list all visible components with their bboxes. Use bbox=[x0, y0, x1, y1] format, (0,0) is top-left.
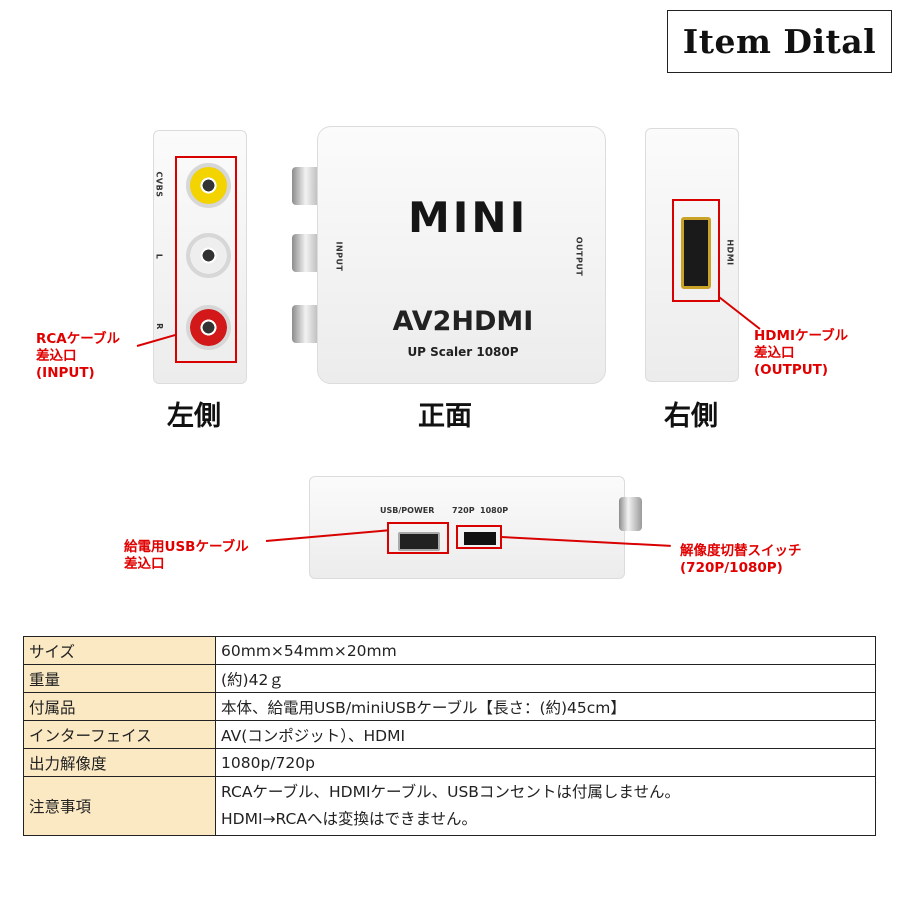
note-line: RCAケーブル、HDMIケーブル、USBコンセントは付属しません。 bbox=[221, 783, 680, 801]
rca-callout: RCAケーブル 差込口 (INPUT) bbox=[36, 331, 120, 381]
output-label: OUTPUT bbox=[574, 236, 584, 277]
back-device bbox=[309, 476, 625, 579]
cvbs-label: CVBS bbox=[154, 171, 164, 198]
rca-yellow-jack bbox=[186, 163, 231, 208]
table-row: インターフェイス AV(コンポジット）、HDMI bbox=[23, 720, 876, 749]
spec-value: (約)42ｇ bbox=[215, 664, 876, 693]
left-view-label: 左側 bbox=[167, 401, 221, 432]
p1080-label: 1080P bbox=[480, 506, 509, 515]
rca-white-jack bbox=[186, 233, 231, 278]
usb-power-label: USB/POWER bbox=[380, 506, 435, 515]
rca-red-jack bbox=[186, 305, 231, 350]
usb-callout: 給電用USBケーブル 差込口 bbox=[124, 539, 249, 572]
rca-highlight-box bbox=[175, 156, 237, 363]
spec-table: サイズ 60mm×54mm×20mm 重量 (約)42ｇ 付属品 本体、給電用U… bbox=[23, 636, 876, 836]
spec-value: 60mm×54mm×20mm bbox=[215, 636, 876, 665]
spec-key: サイズ bbox=[23, 636, 216, 665]
table-row: 付属品 本体、給電用USB/miniUSBケーブル【長さ：(約)45cm】 bbox=[23, 692, 876, 721]
table-row: サイズ 60mm×54mm×20mm bbox=[23, 636, 876, 665]
hdmi-callout: HDMIケーブル 差込口 (OUTPUT) bbox=[754, 328, 849, 378]
switch-callout: 解像度切替スイッチ (720P/1080P) bbox=[680, 543, 802, 576]
spec-table-body: サイズ 60mm×54mm×20mm 重量 (約)42ｇ 付属品 本体、給電用U… bbox=[23, 636, 876, 836]
table-row: 注意事項 RCAケーブル、HDMIケーブル、USBコンセントは付属しません。 H… bbox=[23, 776, 876, 836]
spec-key: 出力解像度 bbox=[23, 748, 216, 777]
input-label: INPUT bbox=[334, 241, 344, 272]
hdmi-port bbox=[681, 217, 711, 289]
table-row: 出力解像度 1080p/720p bbox=[23, 748, 876, 777]
right-view-label: 右側 bbox=[664, 401, 718, 432]
front-view-label: 正面 bbox=[418, 401, 472, 432]
table-row: 重量 (約)42ｇ bbox=[23, 664, 876, 693]
model-name: AV2HDMI bbox=[392, 306, 534, 337]
hdmi-highlight-box bbox=[672, 199, 720, 302]
back-rca-plug bbox=[619, 497, 642, 531]
p720-label: 720P bbox=[452, 506, 475, 515]
spec-value: AV(コンポジット）、HDMI bbox=[215, 720, 876, 749]
model-subtitle: UP Scaler 1080P bbox=[407, 345, 519, 359]
switch-highlight-box bbox=[456, 525, 502, 549]
spec-key: 注意事項 bbox=[23, 776, 216, 836]
note-line: HDMI→RCAへは変換はできません。 bbox=[221, 810, 477, 828]
mini-logo: MINI bbox=[408, 193, 529, 242]
mini-usb-port bbox=[398, 532, 440, 551]
spec-key: 重量 bbox=[23, 664, 216, 693]
spec-value: RCAケーブル、HDMIケーブル、USBコンセントは付属しません。 HDMI→R… bbox=[215, 776, 876, 836]
resolution-switch bbox=[464, 532, 496, 545]
spec-key: インターフェイス bbox=[23, 720, 216, 749]
page-title: Item Dital bbox=[667, 10, 892, 73]
usb-highlight-box bbox=[387, 522, 449, 554]
hdmi-side-label: HDMI bbox=[725, 239, 735, 266]
spec-key: 付属品 bbox=[23, 692, 216, 721]
spec-value: 1080p/720p bbox=[215, 748, 876, 777]
front-device bbox=[317, 126, 606, 384]
l-label: L bbox=[154, 253, 164, 260]
spec-value: 本体、給電用USB/miniUSBケーブル【長さ：(約)45cm】 bbox=[215, 692, 876, 721]
r-label: R bbox=[154, 323, 164, 330]
